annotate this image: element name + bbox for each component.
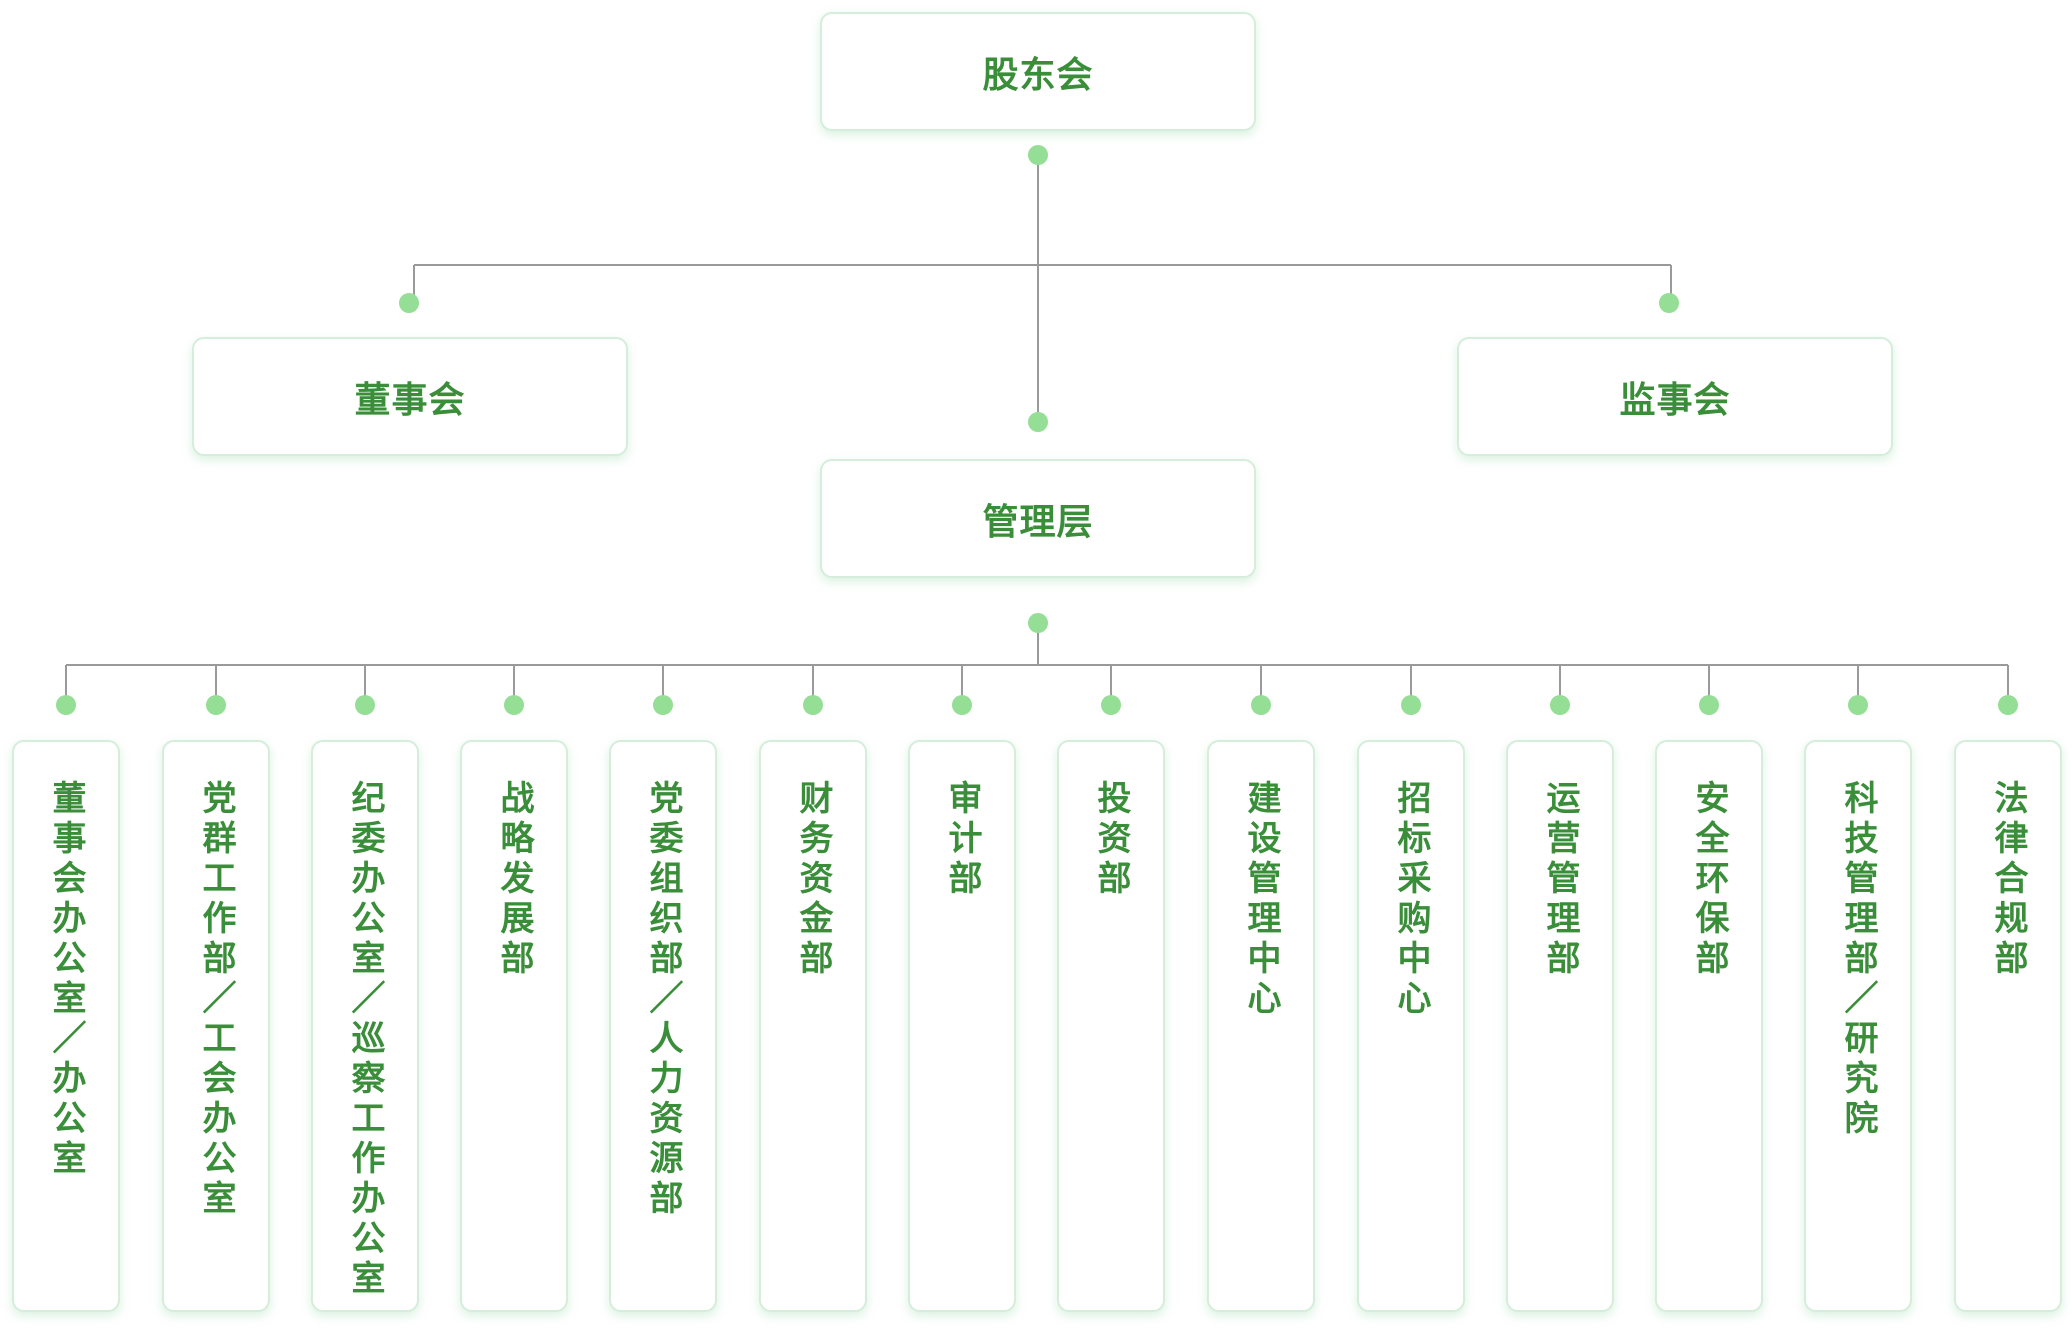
department-dot	[1251, 695, 1271, 715]
department-label: 投资部	[1091, 780, 1131, 900]
department-node: 党群工作部／工会办公室	[162, 740, 270, 1312]
department-dot	[952, 695, 972, 715]
department-node: 科技管理部／研究院	[1804, 740, 1912, 1312]
supervisory-node: 监事会	[1457, 337, 1893, 456]
department-node: 法律合规部	[1954, 740, 2062, 1312]
board-node: 董事会	[192, 337, 628, 456]
department-dot	[1998, 695, 2018, 715]
department-node: 董事会办公室／办公室	[12, 740, 120, 1312]
department-dot	[1550, 695, 1570, 715]
shareholders-label: 股东会	[982, 54, 1094, 96]
department-label: 法律合规部	[1988, 780, 2028, 980]
management-bottom-dot	[1028, 613, 1048, 633]
department-node: 运营管理部	[1506, 740, 1614, 1312]
department-node: 招标采购中心	[1357, 740, 1465, 1312]
department-label: 科技管理部／研究院	[1838, 780, 1878, 1140]
department-label: 运营管理部	[1540, 780, 1580, 980]
department-dot	[355, 695, 375, 715]
department-dot	[206, 695, 226, 715]
department-label: 战略发展部	[494, 780, 534, 980]
board-label: 董事会	[354, 379, 466, 421]
department-node: 建设管理中心	[1207, 740, 1315, 1312]
department-label: 纪委办公室／巡察工作办公室	[345, 780, 385, 1300]
department-label: 财务资金部	[793, 780, 833, 980]
department-dot	[1401, 695, 1421, 715]
shareholders-dot	[1028, 145, 1048, 165]
department-node: 审计部	[908, 740, 1016, 1312]
management-dot	[1028, 412, 1048, 432]
department-label: 建设管理中心	[1241, 780, 1281, 1020]
department-label: 安全环保部	[1689, 780, 1729, 980]
department-node: 纪委办公室／巡察工作办公室	[311, 740, 419, 1312]
department-label: 董事会办公室／办公室	[46, 780, 86, 1180]
supervisory-dot	[1659, 293, 1679, 313]
department-node: 投资部	[1057, 740, 1165, 1312]
department-dot	[504, 695, 524, 715]
department-node: 党委组织部／人力资源部	[609, 740, 717, 1312]
management-label: 管理层	[982, 501, 1094, 543]
department-dot	[803, 695, 823, 715]
department-label: 审计部	[942, 780, 982, 900]
department-dot	[1848, 695, 1868, 715]
department-label: 党群工作部／工会办公室	[196, 780, 236, 1220]
department-node: 财务资金部	[759, 740, 867, 1312]
department-dot	[653, 695, 673, 715]
department-dot	[1101, 695, 1121, 715]
department-node: 战略发展部	[460, 740, 568, 1312]
shareholders-node: 股东会	[820, 12, 1256, 131]
board-dot	[399, 293, 419, 313]
department-dot	[1699, 695, 1719, 715]
department-label: 党委组织部／人力资源部	[643, 780, 683, 1220]
department-dot	[56, 695, 76, 715]
management-node: 管理层	[820, 459, 1256, 578]
department-label: 招标采购中心	[1391, 780, 1431, 1020]
department-node: 安全环保部	[1655, 740, 1763, 1312]
supervisory-label: 监事会	[1619, 379, 1731, 421]
